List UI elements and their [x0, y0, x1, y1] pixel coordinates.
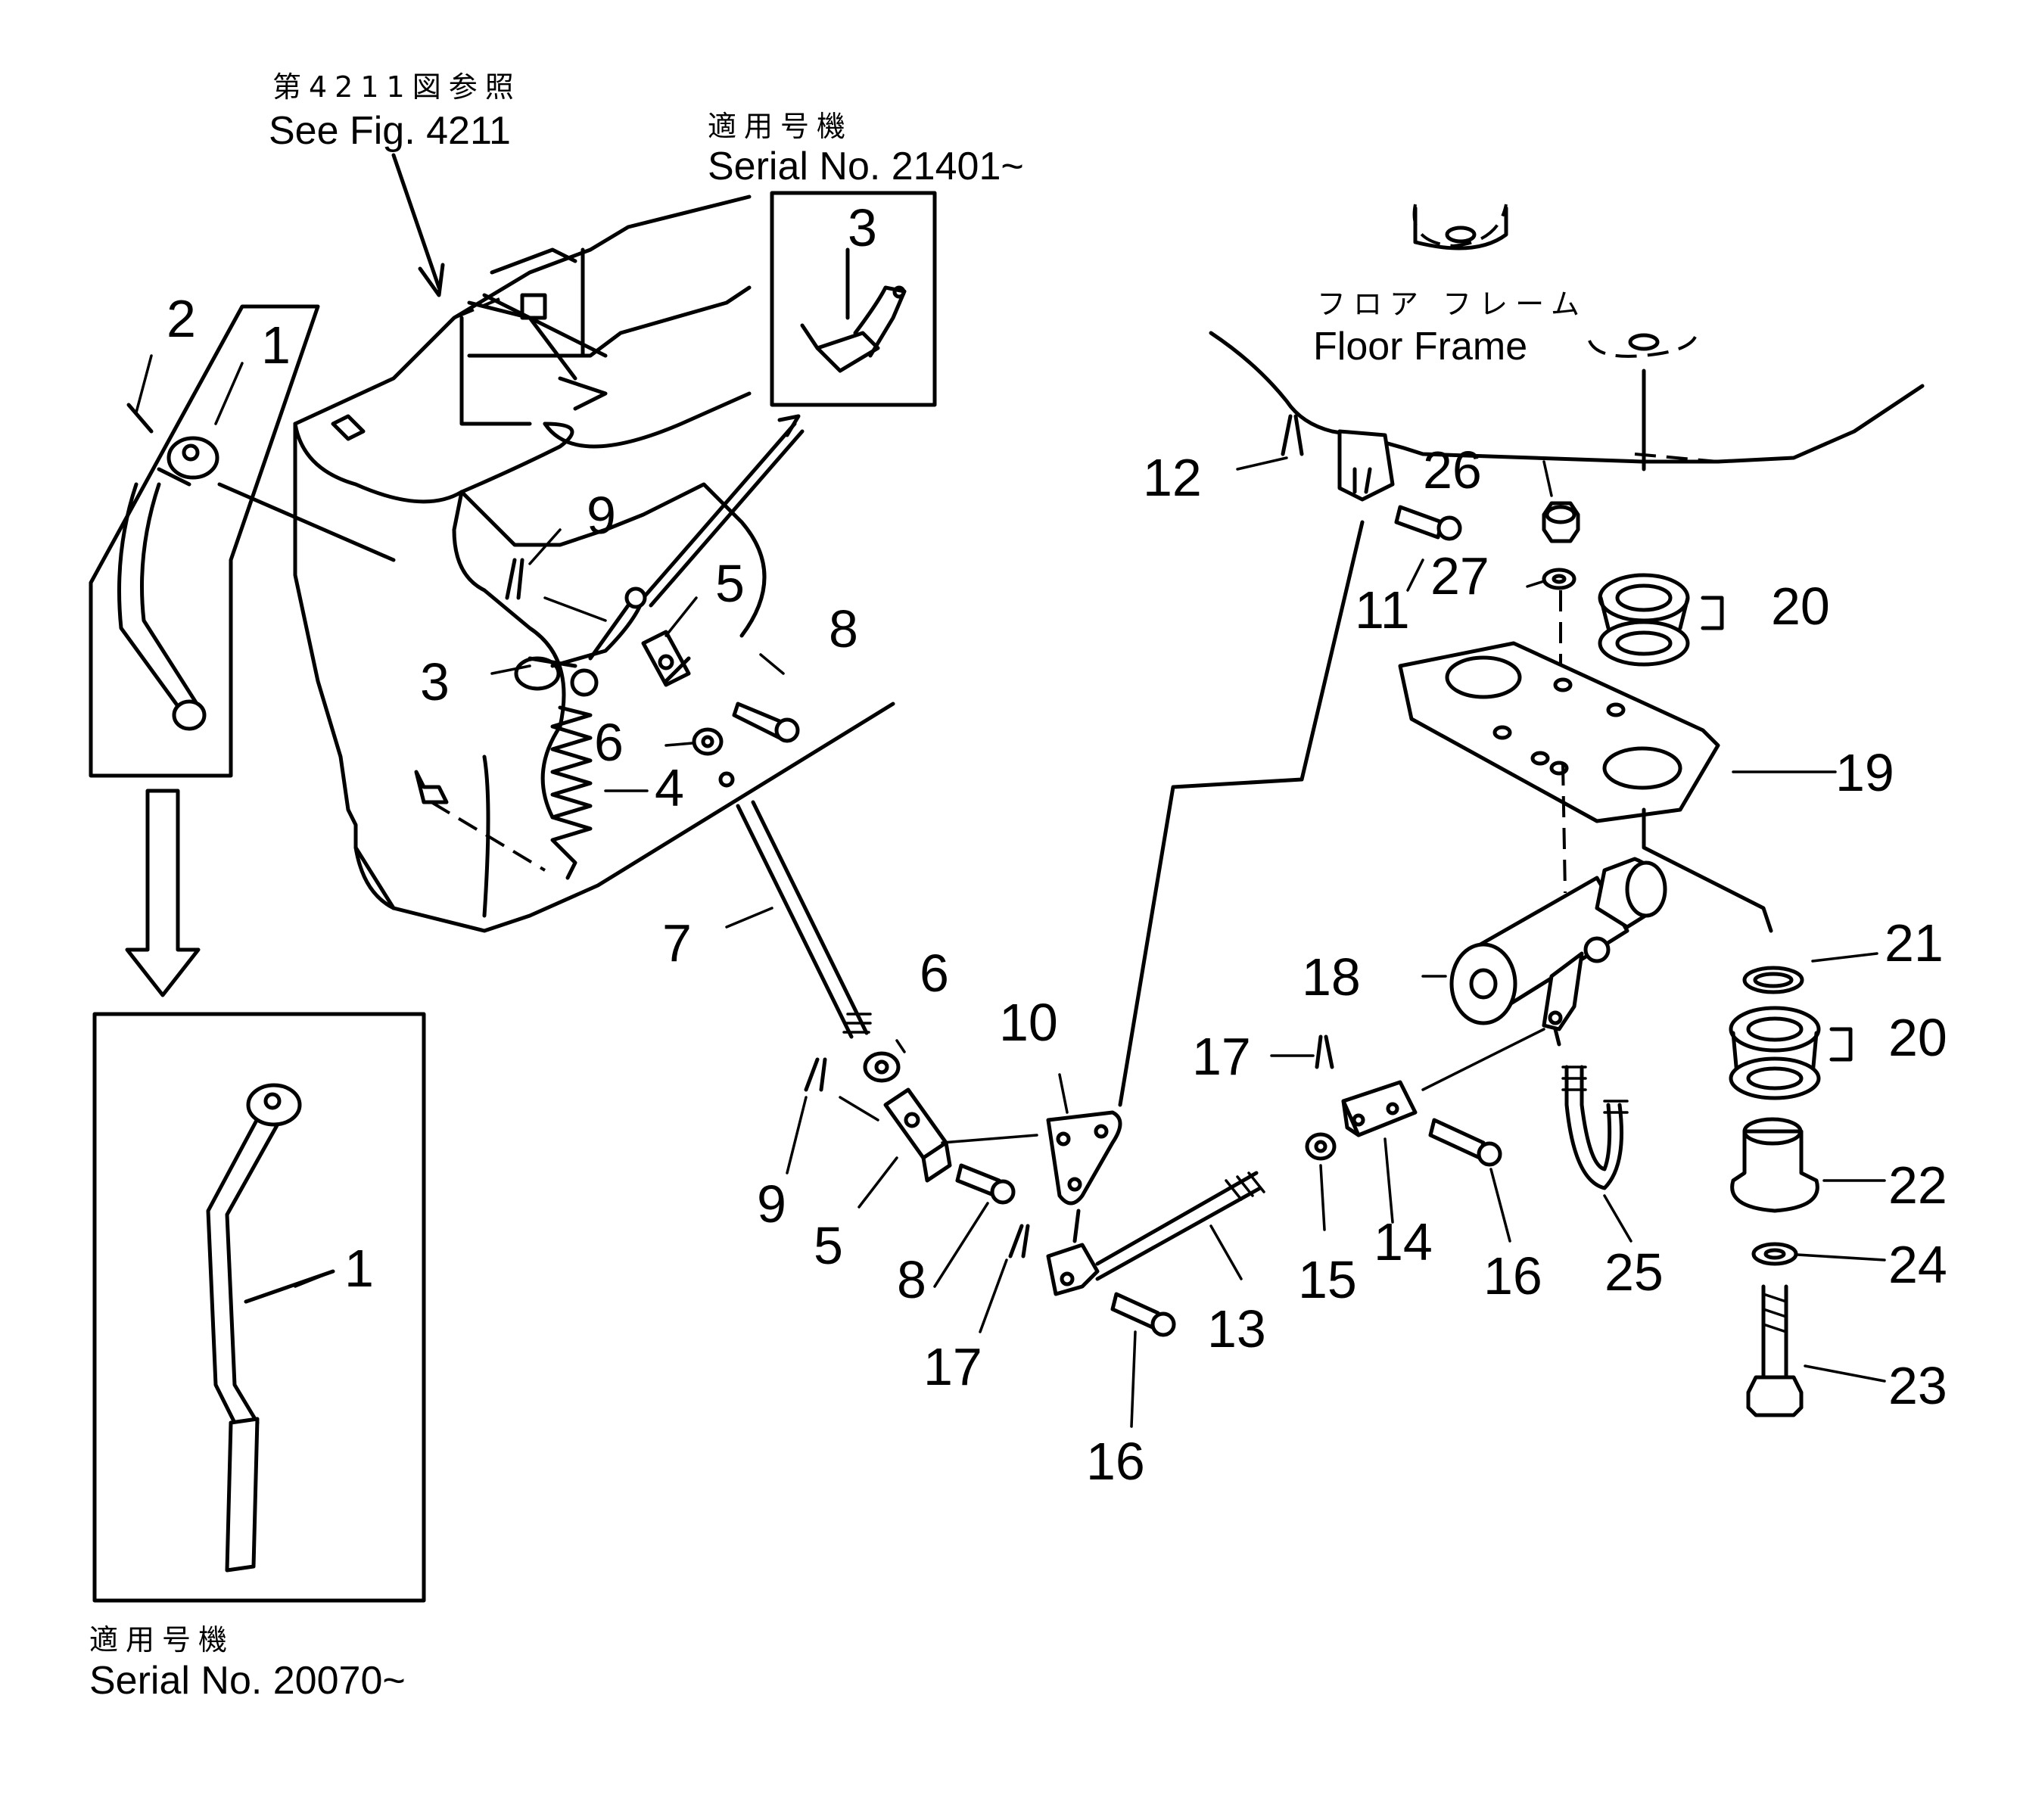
nut-15	[1305, 1132, 1337, 1161]
bolt-8-mid	[955, 1163, 1016, 1205]
serial-bottom-jp: 適用号機	[89, 1623, 235, 1657]
callout-9: 9	[757, 1174, 786, 1234]
callout-13: 13	[1207, 1299, 1266, 1358]
callout-8: 8	[897, 1250, 926, 1309]
bolt-8-top	[732, 702, 800, 743]
pin-9-mid	[804, 1057, 879, 1122]
callout-5: 5	[715, 554, 745, 613]
bolt-23	[1746, 1284, 1804, 1417]
callout-7: 7	[662, 913, 692, 972]
spring-4	[550, 705, 593, 880]
floor-frame-jp: フロア フレーム	[1317, 288, 1587, 321]
pin-17-lower	[1008, 1224, 1030, 1258]
callout-17: 17	[1192, 1027, 1251, 1086]
valve-18	[1449, 857, 1667, 1047]
callout-17: 17	[923, 1337, 982, 1396]
bolt-16-lower	[1110, 1292, 1176, 1337]
block-5-mid	[883, 1087, 1038, 1183]
callout-16: 16	[1483, 1246, 1542, 1305]
pin-9-top	[505, 558, 607, 622]
nut-6-top	[692, 727, 724, 756]
rod-7	[718, 771, 872, 1039]
callout-6: 6	[920, 944, 949, 1003]
bushing-20-top	[1598, 573, 1724, 667]
bracket-12	[1281, 414, 1395, 502]
washer-27	[1542, 568, 1576, 674]
callout-16: 16	[1086, 1432, 1145, 1491]
clevis-13	[1046, 1171, 1265, 1296]
lever-alt-box	[92, 1012, 426, 1603]
bushing-20-bottom	[1729, 1006, 1853, 1100]
fig-ref-jp: 第4211図参照	[272, 70, 521, 104]
callout-12: 12	[1143, 448, 1202, 507]
collar-22	[1730, 1117, 1819, 1213]
bolt-16-right	[1428, 1118, 1502, 1167]
callout-19: 19	[1835, 743, 1894, 802]
leader-lines	[135, 354, 1886, 1428]
callout-11: 11	[1355, 580, 1410, 639]
floor-frame	[1209, 204, 1925, 471]
callout-27: 27	[1430, 546, 1489, 605]
arm-arrow	[641, 414, 805, 608]
nut-6-mid	[863, 1051, 901, 1083]
callout-10: 10	[999, 993, 1058, 1052]
block-5-top	[641, 630, 691, 687]
console-body	[293, 194, 895, 933]
nut-26	[1542, 501, 1580, 543]
callout-24: 24	[1888, 1235, 1947, 1294]
washer-24	[1751, 1242, 1798, 1266]
callout-26: 26	[1423, 440, 1482, 499]
oring-21	[1742, 966, 1804, 994]
callout-4: 4	[655, 758, 684, 817]
callout-21: 21	[1885, 913, 1944, 972]
arm-detail-box	[770, 191, 937, 407]
callout-2: 2	[167, 289, 196, 348]
callout-14: 14	[1374, 1212, 1433, 1271]
floor-frame-en: Floor Frame	[1313, 325, 1527, 369]
block-14	[1341, 1028, 1545, 1137]
fig-ref-arrow	[391, 153, 445, 297]
bolt-11	[1394, 505, 1462, 541]
callout-22: 22	[1888, 1156, 1947, 1215]
callout-3: 3	[420, 652, 450, 711]
callout-3: 3	[848, 198, 877, 257]
serial-top-en: Serial No. 21401~	[708, 145, 1024, 188]
callout-5: 5	[814, 1216, 843, 1275]
down-arrow	[125, 789, 201, 997]
callout-20: 20	[1888, 1008, 1947, 1067]
serial-top-jp: 適用号機	[708, 110, 853, 143]
callout-8: 8	[829, 599, 858, 658]
lever-detail-box	[89, 304, 396, 778]
callout-9: 9	[587, 486, 616, 545]
arm-3	[514, 586, 647, 697]
fig-ref-en: See Fig. 4211	[269, 109, 511, 153]
callout-25: 25	[1604, 1243, 1664, 1302]
callout-1: 1	[344, 1239, 374, 1298]
pin-17-right	[1315, 1034, 1334, 1069]
callout-1: 1	[261, 316, 291, 375]
hose-25	[1561, 1065, 1629, 1190]
plate-19	[1398, 641, 1773, 933]
serial-bottom-en: Serial No. 20070~	[89, 1659, 406, 1703]
plate-10	[1046, 520, 1365, 1243]
callout-15: 15	[1298, 1250, 1357, 1309]
callout-18: 18	[1302, 947, 1361, 1006]
callout-23: 23	[1888, 1356, 1947, 1415]
callout-20: 20	[1771, 577, 1830, 636]
callout-6: 6	[594, 713, 624, 772]
